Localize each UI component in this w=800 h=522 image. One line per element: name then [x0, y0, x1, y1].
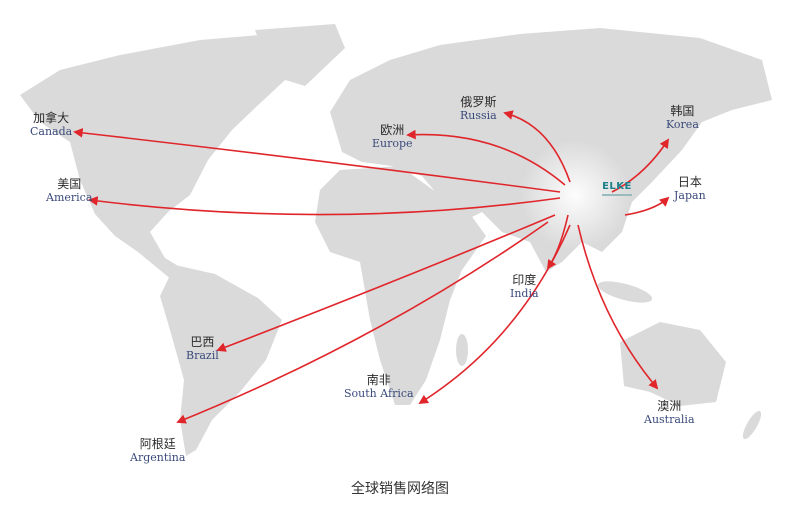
elke-logo: ELKE: [602, 174, 632, 196]
madagascar: [456, 334, 468, 366]
greenland: [255, 24, 345, 86]
africa: [315, 166, 486, 405]
map-caption: 全球销售网络图: [351, 481, 449, 497]
route-australia: [577, 224, 659, 390]
routes: [73, 110, 670, 424]
route-japan: [624, 196, 670, 216]
route-korea: [611, 138, 670, 193]
north-america: [20, 35, 300, 280]
route-argentina: [176, 221, 549, 424]
australia: [620, 322, 726, 406]
uk: [344, 105, 356, 125]
route-south-africa: [418, 224, 571, 405]
new-zealand: [742, 410, 762, 440]
indonesia: [597, 281, 653, 303]
route-brazil: [216, 214, 556, 352]
route-europe: [406, 129, 566, 186]
route-america: [88, 196, 561, 216]
south-america: [160, 265, 282, 456]
route-canada: [73, 128, 561, 193]
route-russia: [503, 110, 571, 183]
